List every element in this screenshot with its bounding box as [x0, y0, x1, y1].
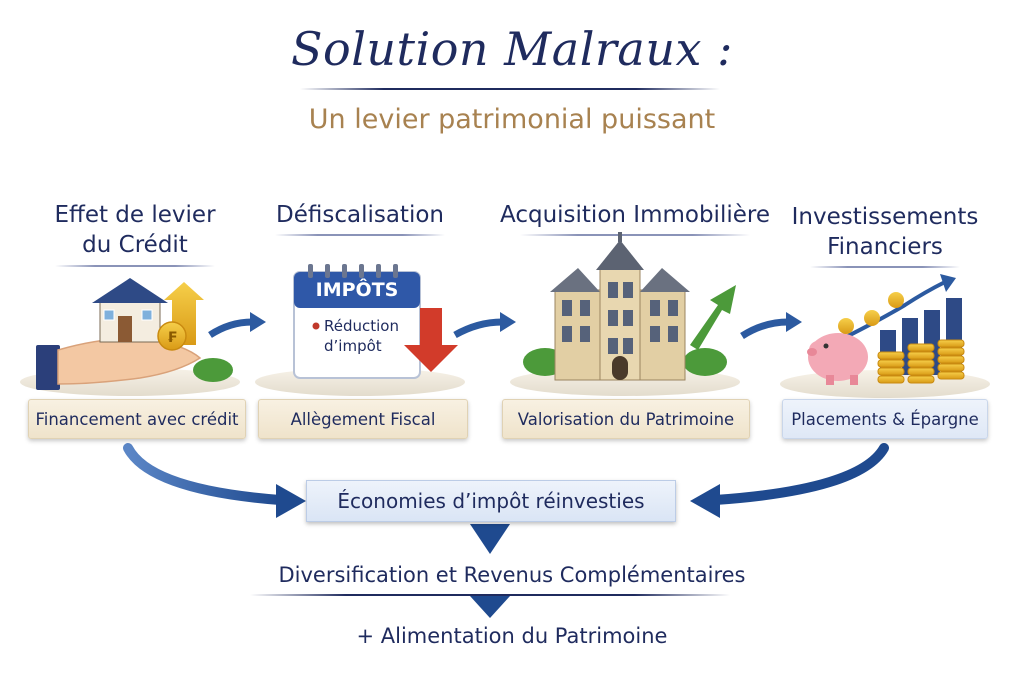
stage-4-title-line1: Investissements: [791, 204, 979, 230]
stage-2-label: Allègement Fiscal: [258, 399, 468, 439]
diagram-title: Solution Malraux :: [290, 22, 734, 76]
stage-1-title-line2: du Crédit: [82, 232, 188, 258]
piggy-bank-coins-icon: [807, 274, 965, 385]
stage-1-title-rule: [55, 265, 215, 267]
hand-house-icon: ₣: [36, 278, 233, 390]
svg-text:₣: ₣: [167, 330, 177, 346]
calendar-text: Réduction d’impôt: [324, 316, 414, 356]
outcome-line-2: + Alimentation du Patrimoine: [356, 624, 668, 648]
stage-4-title-rule: [810, 266, 960, 268]
stage-1-title: Effet de levier du Crédit: [20, 200, 250, 260]
stage-2-title-rule: [275, 234, 445, 236]
flow-arrow-1: [208, 318, 253, 338]
right-curved-arrow: [710, 443, 889, 505]
flow-arrow-3: [740, 318, 789, 339]
stage-4-title: Investissements Financiers: [770, 202, 1000, 262]
stage-1-title-line1: Effet de levier: [54, 202, 216, 228]
stage-3-title-rule: [520, 234, 750, 236]
stage-3-label: Valorisation du Patrimoine: [502, 399, 750, 439]
calendar-text-line2: d’impôt: [324, 337, 382, 355]
flow-arrow-2: [453, 318, 503, 339]
left-curved-arrow-head: [276, 484, 306, 518]
stage-4-title-line2: Financiers: [827, 234, 943, 260]
reinvested-savings-box: Économies d’impôt réinvesties: [306, 480, 676, 522]
calendar-text-line1: Réduction: [324, 317, 399, 335]
down-arrow-2: [470, 596, 510, 618]
stage-2-title: Défiscalisation: [245, 200, 475, 230]
outcome-line-1: Diversification et Revenus Complémentair…: [278, 563, 746, 587]
stage-4-label: Placements & Épargne: [782, 399, 988, 439]
stage-1-label: Financement avec crédit: [28, 399, 246, 439]
tax-calendar-icon: [293, 264, 458, 379]
title-divider: [300, 88, 720, 90]
stage-3-title-line1: Acquisition Immobilière: [500, 202, 770, 228]
left-curved-arrow: [123, 443, 285, 505]
stage-3-title: Acquisition Immobilière: [490, 200, 780, 230]
historic-building-icon: [523, 232, 736, 381]
diagram-subtitle: Un levier patrimonial puissant: [308, 104, 716, 135]
calendar-header: IMPÔTS: [315, 279, 399, 301]
stage-2-title-line1: Défiscalisation: [276, 202, 444, 228]
outcome-divider: [250, 594, 730, 596]
down-arrow-1: [470, 524, 510, 554]
right-curved-arrow-head: [690, 484, 720, 518]
